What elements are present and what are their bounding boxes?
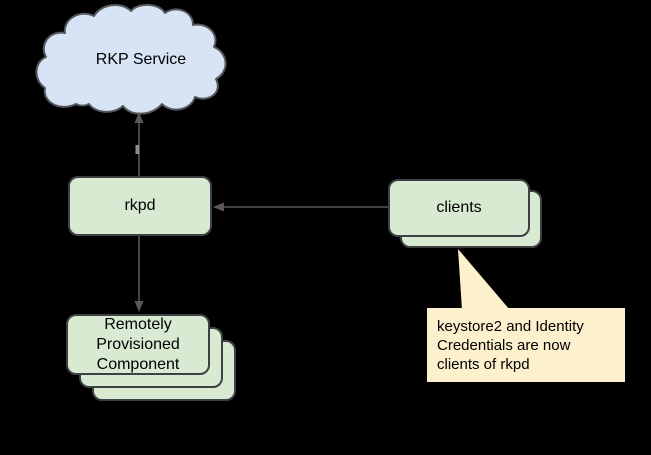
callout-note-text: keystore2 and Identity Credentials are n…: [437, 318, 584, 373]
connector-handle: [135, 145, 139, 154]
arrow-clients-to-rkpd: [213, 202, 388, 212]
arrow-rkpd-to-cloud: [134, 112, 144, 176]
callout-tail: [458, 249, 510, 310]
node-rkpd-label: rkpd: [124, 197, 156, 214]
node-component: Remotely Provisioned Component: [66, 314, 210, 375]
cloud-label: RKP Service: [95, 51, 187, 68]
node-component-label: Remotely Provisioned Component: [96, 315, 180, 373]
arrow-rkpd-to-component: [134, 236, 144, 312]
arrowhead-down: [134, 301, 144, 312]
node-clients-label: clients: [436, 199, 482, 216]
node-rkpd: rkpd: [68, 176, 212, 236]
arrowhead-up: [134, 112, 144, 123]
arrowhead-left: [213, 202, 224, 212]
cloud-shape: [35, 3, 227, 115]
cloud-node-label-wrap: RKP Service: [45, 8, 237, 112]
node-clients: clients: [388, 179, 530, 237]
callout-note: keystore2 and Identity Credentials are n…: [427, 308, 625, 382]
